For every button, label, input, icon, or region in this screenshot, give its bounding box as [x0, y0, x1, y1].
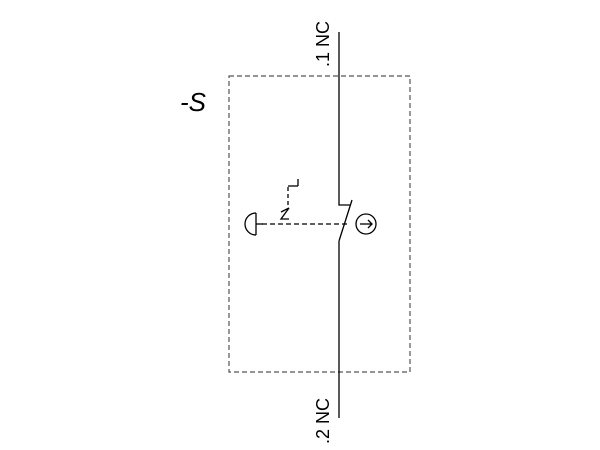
nc-contact-blade — [338, 199, 353, 242]
nc-contact-hook — [338, 200, 350, 206]
device-designation-label: -S — [180, 87, 207, 117]
device-enclosure — [228, 75, 411, 373]
latching-mechanism-icon — [279, 179, 299, 220]
terminal-bottom-label: .2 NC — [313, 398, 333, 444]
terminal-top-label: .1 NC — [313, 21, 333, 67]
mushroom-head-actuator-icon — [244, 212, 263, 236]
positive-opening-icon — [355, 213, 377, 235]
